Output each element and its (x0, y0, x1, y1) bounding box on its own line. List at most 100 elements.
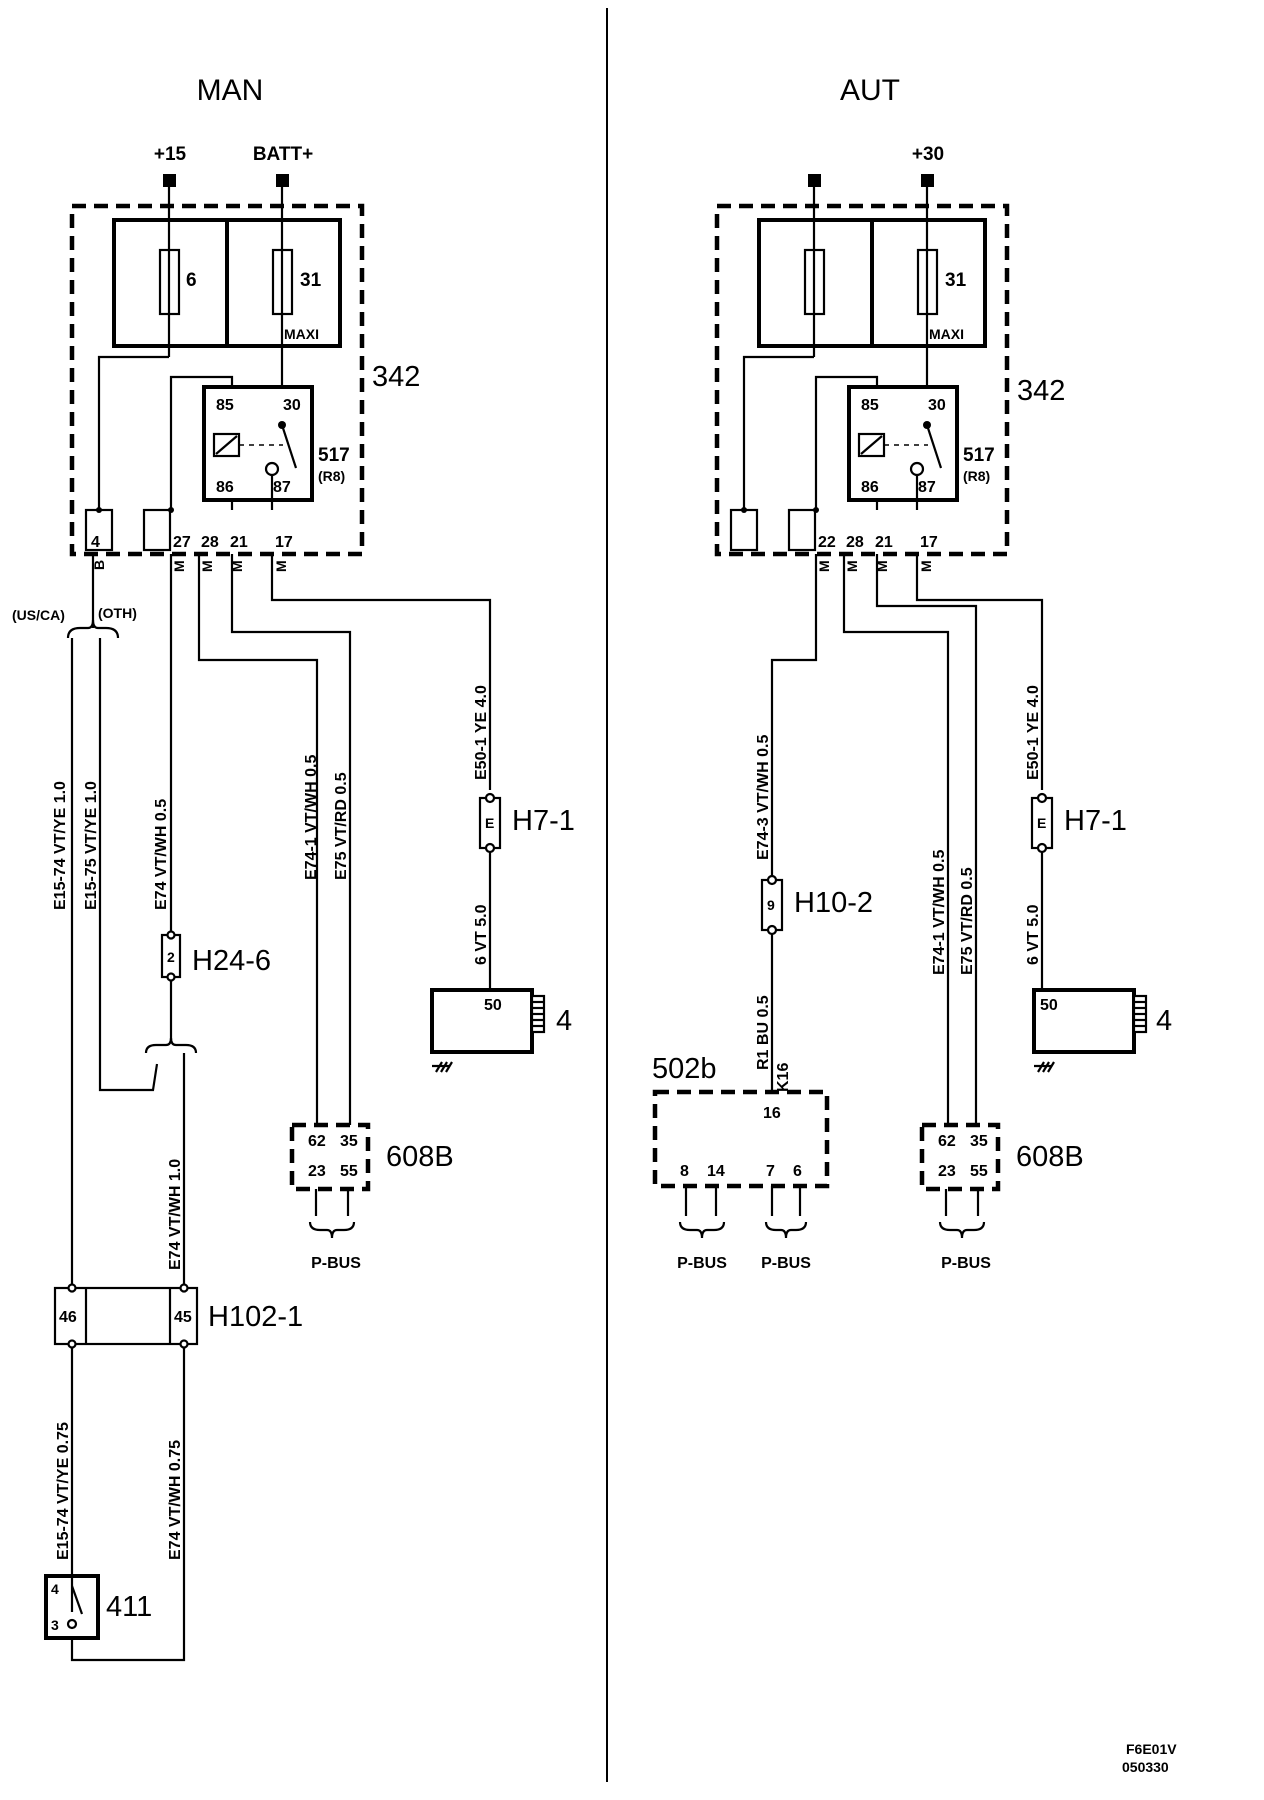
pin-17-mark: M (273, 560, 289, 572)
wire-e50-1: E50-1 YE 4.0 (473, 685, 490, 780)
aut-608b-pin-55: 55 (970, 1163, 988, 1180)
wire-e74-075: E74 VT/WH 0.75 (167, 1440, 184, 1560)
aut-pin-17-mark: M (918, 560, 934, 572)
connector-h102-1-label: H102-1 (208, 1301, 303, 1333)
aut-pin-21-mark: M (874, 560, 890, 572)
pin-27: 27 (173, 534, 191, 551)
h102-1-pin-46: 46 (59, 1309, 77, 1326)
relay-switch-arm (280, 424, 298, 469)
pin-27-mark: M (171, 560, 187, 572)
wire-6-vt: 6 VT 5.0 (473, 904, 490, 965)
module-502b-pin-8: 8 (680, 1163, 689, 1180)
aut-relay-517-id: 517 (963, 445, 995, 466)
aut-pin-28-mark: M (844, 560, 860, 572)
module-608b-pin-23: 23 (308, 1163, 326, 1180)
pin-28: 28 (201, 534, 219, 551)
wire-e75: E75 VT/RD 0.5 (333, 772, 350, 880)
aut-pin-28: 28 (846, 534, 864, 551)
aut-title: AUT (840, 74, 900, 107)
relay-517-sub: (R8) (318, 468, 345, 484)
module-608b-label: 608B (386, 1141, 454, 1173)
aut-608b-pin-23: 23 (938, 1163, 956, 1180)
starter-box (430, 988, 534, 1054)
aut-fuse-31-label: 31 (945, 270, 967, 291)
aut-bus-label-1: P-BUS (677, 1255, 727, 1272)
wire-e15-74: E15-74 VT/YE 1.0 (52, 781, 69, 910)
pin-4-mark: B (91, 560, 107, 570)
aut-wire-e74-1: E74-1 VT/WH 0.5 (931, 850, 948, 975)
pin-block-cell (142, 508, 172, 552)
module-608b-pin-62: 62 (308, 1133, 326, 1150)
supply-batt-label: BATT+ (253, 144, 313, 165)
module-608b-pin-35: 35 (340, 1133, 358, 1150)
man-bus-label: P-BUS (311, 1255, 361, 1272)
h24-6-brace (144, 1037, 198, 1054)
footer-date: 050330 (1122, 1759, 1169, 1775)
aut-module-608b-label: 608B (1016, 1141, 1084, 1173)
ground-icon (432, 1061, 453, 1073)
relay-86: 86 (216, 479, 234, 496)
aut-pin-22: 22 (818, 534, 836, 551)
aut-module-608b-box (919, 1122, 1001, 1192)
aut-relay-85: 85 (861, 397, 879, 414)
wire-e15-74-075: E15-74 VT/YE 0.75 (55, 1422, 72, 1560)
switch-411-box (44, 1574, 100, 1640)
aut-unit-342-label: 342 (1017, 375, 1065, 407)
wire-e15-75: E15-75 VT/YE 1.0 (83, 781, 100, 910)
man-title: MAN (197, 74, 264, 107)
wire-e74: E74 VT/WH 0.5 (153, 799, 170, 910)
man-section: MAN +15 BATT+ 342 6 31 MAXI 85 30 86 87 … (12, 74, 575, 1662)
aut-pin-17: 17 (920, 534, 938, 551)
aut-wire-e74-3: E74-3 VT/WH 0.5 (755, 735, 772, 860)
supply-plus15-label: +15 (154, 144, 187, 165)
aut-relay-517-box (847, 385, 959, 502)
aut-wire-6-vt: 6 VT 5.0 (1025, 904, 1042, 965)
relay-contact-87 (264, 461, 280, 477)
fuse-31-label: 31 (300, 270, 322, 291)
module-502b-pin-16: 16 (763, 1105, 781, 1122)
aut-608b-bus-brace (938, 1221, 986, 1239)
fuse-6-label: 6 (186, 270, 197, 291)
connector-h7-1-e: E (485, 815, 494, 831)
connector-h10-2-pin: 9 (767, 897, 775, 913)
module-502b-pin-14: 14 (707, 1163, 725, 1180)
aut-connector-h7-1-e: E (1037, 815, 1046, 831)
aut-pin-cell-2 (787, 508, 817, 552)
module-608b-pin-55: 55 (340, 1163, 358, 1180)
variant-us-ca: (US/CA) (12, 607, 65, 623)
relay-30: 30 (283, 397, 301, 414)
starter-pin: 50 (484, 997, 502, 1014)
aut-supply-2-terminal (921, 174, 934, 187)
switch-arm (70, 1585, 84, 1615)
aut-bus-label-2: P-BUS (761, 1255, 811, 1272)
connector-h7-1-label: H7-1 (512, 805, 575, 837)
pin-4: 4 (91, 534, 100, 551)
502b-bus-brace-1 (678, 1221, 726, 1239)
h102-1-pin-45: 45 (174, 1309, 192, 1326)
aut-bus-label-3: P-BUS (941, 1255, 991, 1272)
module-502b-pin-7: 7 (766, 1163, 775, 1180)
fuse-31-type: MAXI (284, 326, 319, 342)
connector-h24-6-pin: 2 (167, 949, 175, 965)
relay-517-box (202, 385, 314, 502)
module-502b-box (652, 1089, 830, 1189)
module-608b-box (289, 1122, 371, 1192)
aut-wire-r1: R1 BU 0.5 (755, 995, 772, 1070)
aut-unit-342-box (714, 203, 1010, 557)
connector-h10-2-label: H10-2 (794, 887, 873, 919)
relay-517-id: 517 (318, 445, 350, 466)
relay-85: 85 (216, 397, 234, 414)
pin-21-mark: M (229, 560, 245, 572)
aut-supply-1-terminal (808, 174, 821, 187)
unit-342-box (69, 203, 365, 557)
aut-ground-icon (1034, 1061, 1055, 1073)
switch-pin-4: 4 (51, 1581, 59, 1597)
switch-411-label: 411 (106, 1591, 152, 1623)
aut-pin-21: 21 (875, 534, 893, 551)
supply-batt-terminal (276, 174, 289, 187)
aut-608b-pin-62: 62 (938, 1133, 956, 1150)
module-502b-label: 502b (652, 1053, 717, 1085)
aut-relay-86: 86 (861, 479, 879, 496)
aut-wire-e50-1: E50-1 YE 4.0 (1025, 685, 1042, 780)
connector-h24-6-label: H24-6 (192, 945, 271, 977)
